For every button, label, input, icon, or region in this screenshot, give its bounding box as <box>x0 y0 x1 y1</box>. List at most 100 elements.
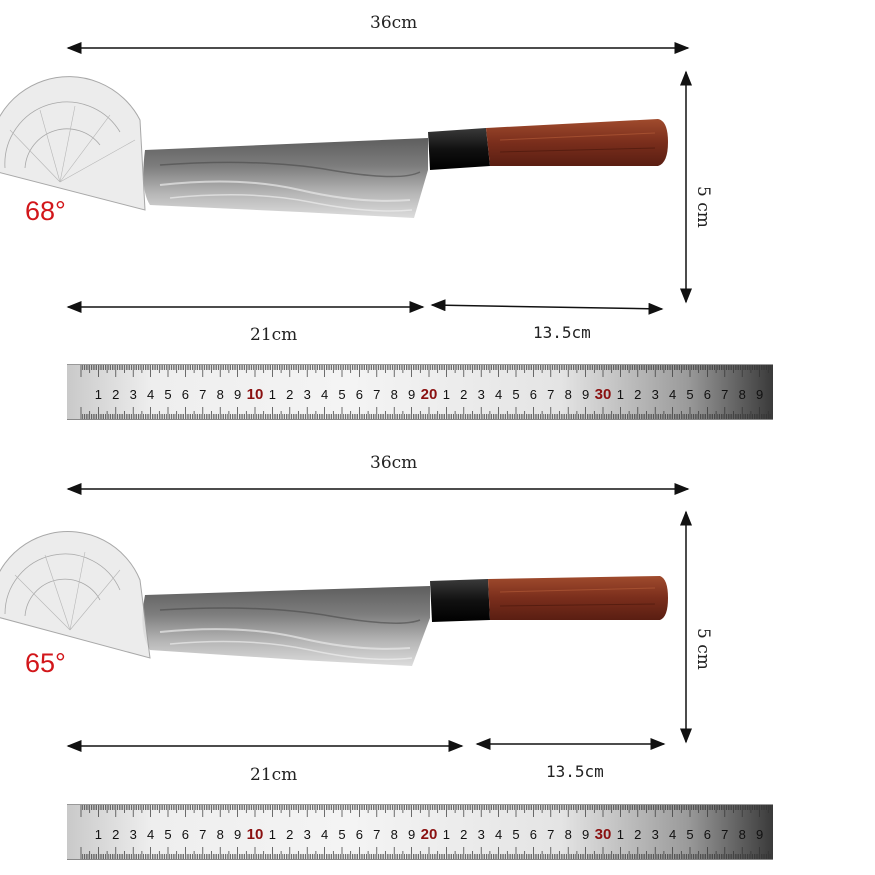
ruler-decade-label: 10 <box>247 386 264 403</box>
ruler-decade-label: 30 <box>595 386 612 403</box>
ruler-digit-label: 3 <box>652 387 659 402</box>
ruler-digit-label: 4 <box>669 827 676 842</box>
ruler-digit-label: 4 <box>495 827 502 842</box>
ruler-digit-label: 6 <box>182 827 189 842</box>
ruler-digit-label: 6 <box>704 827 711 842</box>
ruler-digit-label: 3 <box>478 387 485 402</box>
ruler-digit-label: 7 <box>199 827 206 842</box>
knife-handle <box>486 119 668 166</box>
ruler-digit-label: 7 <box>373 387 380 402</box>
ruler-digit-label: 2 <box>286 387 293 402</box>
handle-length-arrow <box>430 299 664 315</box>
blade-length-label: 21cm <box>250 325 298 345</box>
ruler-digit-label: 3 <box>304 827 311 842</box>
ruler-digit-label: 9 <box>408 827 415 842</box>
ruler-digit-label: 2 <box>634 827 641 842</box>
ruler-digit-label: 5 <box>686 387 693 402</box>
knife-bolster <box>428 128 490 170</box>
ruler-digit-label: 9 <box>234 387 241 402</box>
ruler-digit-label: 8 <box>739 387 746 402</box>
angle-label: 65° <box>25 648 66 678</box>
ruler-digit-label: 6 <box>704 387 711 402</box>
ruler-digit-label: 1 <box>269 387 276 402</box>
knife-blade <box>143 138 429 218</box>
ruler-digit-label: 7 <box>373 827 380 842</box>
ruler-digit-label: 6 <box>356 387 363 402</box>
ruler-digit-label: 1 <box>443 827 450 842</box>
knife-blade <box>142 586 430 666</box>
ruler-decade-label: 10 <box>247 826 264 843</box>
ruler-digit-label: 4 <box>321 827 328 842</box>
ruler-decade-label: 20 <box>421 386 438 403</box>
ruler-digit-label: 6 <box>530 827 537 842</box>
ruler-digit-label: 5 <box>338 827 345 842</box>
ruler-digit-label: 2 <box>634 387 641 402</box>
ruler-digit-label: 2 <box>286 827 293 842</box>
ruler-digit-label: 8 <box>217 387 224 402</box>
ruler-digit-label: 6 <box>530 387 537 402</box>
ruler-digit-label: 8 <box>217 827 224 842</box>
ruler-digit-label: 9 <box>408 387 415 402</box>
ruler-digit-label: 2 <box>460 387 467 402</box>
ruler-digit-label: 8 <box>565 827 572 842</box>
knife-bolster <box>430 579 490 622</box>
ruler-digit-label: 9 <box>756 387 763 402</box>
ruler-decade-label: 30 <box>595 826 612 843</box>
ruler-digit-label: 8 <box>391 827 398 842</box>
ruler-digit-label: 1 <box>443 387 450 402</box>
ruler-digit-label: 5 <box>512 387 519 402</box>
ruler-digit-label: 9 <box>756 827 763 842</box>
ruler-digit-label: 7 <box>547 387 554 402</box>
ruler-digit-label: 2 <box>112 387 119 402</box>
top-knife-diagram <box>0 42 692 315</box>
total-length-label: 36cm <box>370 13 418 33</box>
ruler-digit-label: 7 <box>721 387 728 402</box>
ruler-digit-label: 1 <box>617 827 624 842</box>
ruler-digit-label: 4 <box>495 387 502 402</box>
protractor-icon <box>0 76 146 211</box>
ruler-digit-label: 3 <box>304 387 311 402</box>
ruler-digit-label: 4 <box>147 827 154 842</box>
ruler-digit-label: 6 <box>182 387 189 402</box>
ruler-digit-label: 5 <box>512 827 519 842</box>
knife-handle <box>488 576 668 620</box>
ruler-digit-label: 9 <box>582 387 589 402</box>
ruler-digit-label: 5 <box>686 827 693 842</box>
ruler-digit-label: 5 <box>338 387 345 402</box>
ruler-digit-label: 7 <box>547 827 554 842</box>
ruler-digit-label: 8 <box>739 827 746 842</box>
ruler-digit-label: 3 <box>652 827 659 842</box>
ruler-digit-label: 9 <box>582 827 589 842</box>
ruler-digit-label: 3 <box>478 827 485 842</box>
ruler-decade-label: 20 <box>421 826 438 843</box>
handle-length-label: 13.5cm <box>546 762 604 781</box>
ruler-digit-label: 8 <box>391 387 398 402</box>
angle-label: 68° <box>25 196 66 226</box>
ruler-digit-label: 5 <box>164 827 171 842</box>
height-label: 5 cm <box>693 628 713 670</box>
ruler-digit-label: 1 <box>95 387 102 402</box>
protractor-icon <box>0 531 151 659</box>
handle-length-label: 13.5cm <box>533 323 591 342</box>
ruler-digit-label: 1 <box>269 827 276 842</box>
ruler-digit-label: 5 <box>164 387 171 402</box>
blade-length-label: 21cm <box>250 765 298 785</box>
total-length-label: 36cm <box>370 453 418 473</box>
ruler-digit-label: 8 <box>565 387 572 402</box>
ruler-digit-label: 3 <box>130 827 137 842</box>
ruler-digit-label: 2 <box>460 827 467 842</box>
ruler-digit-label: 7 <box>721 827 728 842</box>
ruler-digit-label: 4 <box>147 387 154 402</box>
height-label: 5 cm <box>693 186 713 228</box>
ruler-digit-label: 1 <box>617 387 624 402</box>
ruler-digit-label: 4 <box>669 387 676 402</box>
ruler-digit-label: 9 <box>234 827 241 842</box>
ruler-digit-label: 7 <box>199 387 206 402</box>
ruler-digit-label: 3 <box>130 387 137 402</box>
